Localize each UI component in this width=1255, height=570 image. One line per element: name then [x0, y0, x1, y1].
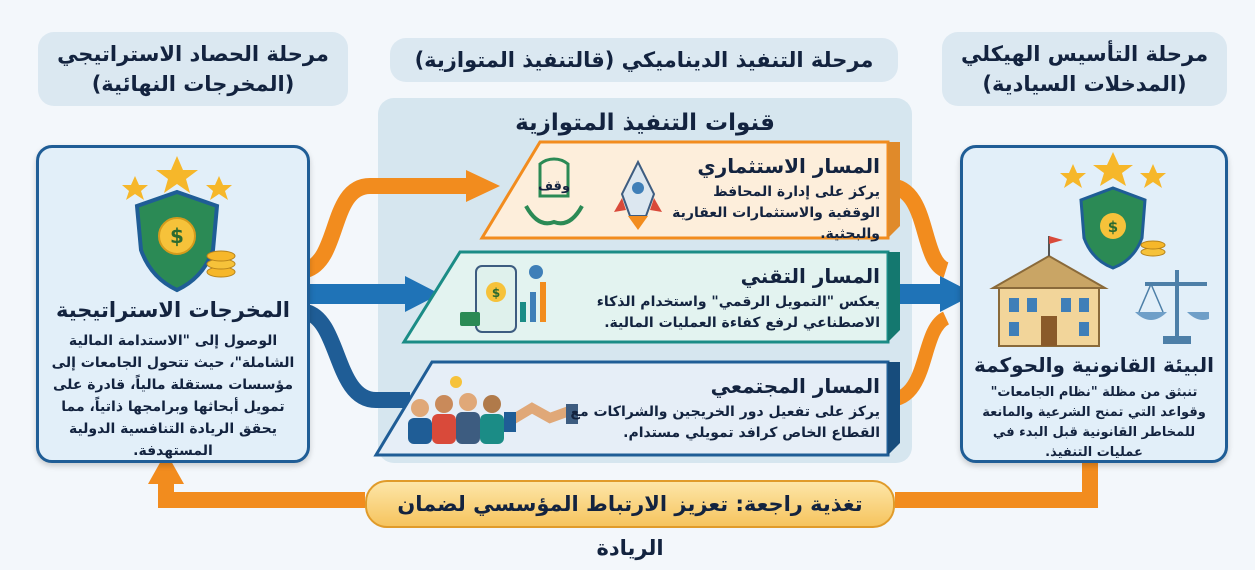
legal-governance-illustration: $ — [989, 152, 1209, 347]
svg-text:$: $ — [170, 224, 184, 248]
justice-scales-icon — [1135, 270, 1209, 344]
legal-environment-title: البيئة القانونية والحوكمة — [974, 353, 1214, 377]
people-group-icon — [408, 376, 504, 444]
arrow-head — [148, 452, 184, 484]
strategic-outputs-box: $ المخرجات الاستراتيجية الوصول إلى "الاس… — [36, 145, 310, 463]
tech-icons: $ — [460, 265, 546, 333]
track-title-tech: المسار التقني — [740, 264, 880, 288]
track-text-community: يركز على تفعيل دور الخريجين والشراكات مع… — [570, 404, 880, 441]
stage-header-structural: مرحلة التأسيس الهيكلي (المدخلات السيادية… — [942, 32, 1227, 106]
arrow-investment-in — [302, 178, 470, 278]
waqf-hands-icon: وقف — [524, 157, 584, 226]
channels-title: قنوات التنفيذ المتوازية — [515, 110, 775, 136]
strategic-outputs-text: الوصول إلى "الاستدامة المالية الشاملة"، … — [51, 333, 295, 459]
stage-header-harvest: مرحلة الحصاد الاستراتيجي (المخرجات النها… — [38, 32, 348, 106]
track-title-community: المسار المجتمعي — [710, 374, 880, 398]
arrow-community-out — [887, 311, 950, 407]
trophy-shield-icon: $ — [122, 156, 236, 293]
arrow-community-in — [302, 304, 410, 408]
svg-text:$: $ — [492, 286, 500, 300]
track-text-tech: يعكس "التمويل الرقمي" واستخدام الذكاء ال… — [596, 294, 880, 331]
stage-title: مرحلة الحصاد الاستراتيجي — [57, 42, 329, 66]
university-building-icon — [989, 236, 1109, 347]
track-title-investment: المسار الاستثماري — [697, 154, 880, 178]
digital-finance-icon: $ — [460, 265, 546, 333]
stage-title: مرحلة التنفيذ الديناميكي (قالتنفيذ المتو… — [414, 48, 874, 72]
investment-icons: وقف — [524, 157, 662, 230]
handshake-icon — [504, 402, 578, 432]
feedback-loop — [158, 462, 1098, 508]
legal-environment-text: تنبثق من مظلة "نظام الجامعات" وقواعد الت… — [982, 385, 1206, 460]
flow-arrows — [148, 170, 1098, 508]
feedback-banner: تغذية راجعة: تعزيز الارتباط المؤسسي لضما… — [365, 480, 895, 560]
stage-subtitle: (المدخلات السيادية) — [982, 72, 1187, 96]
arrow-head — [466, 170, 500, 202]
waqf-label: وقف — [538, 179, 570, 194]
track-text-investment: يركز على إدارة المحافظ الوقفية والاستثما… — [672, 184, 880, 242]
legal-environment-box: $ البيئة القانونية والحوكمة — [960, 145, 1228, 463]
stage-title: مرحلة التأسيس الهيكلي — [960, 42, 1209, 66]
arrow-investment-out — [886, 178, 950, 278]
community-icons — [408, 376, 578, 444]
svg-text:$: $ — [1108, 218, 1118, 236]
strategic-outputs-title: المخرجات الاستراتيجية — [55, 298, 290, 322]
arrow-head — [940, 276, 975, 312]
stage-subtitle: (المخرجات النهائية) — [91, 72, 295, 96]
stage-header-dynamic: مرحلة التنفيذ الديناميكي (قالتنفيذ المتو… — [390, 38, 898, 82]
arrow-head — [405, 276, 440, 312]
rocket-icon — [614, 159, 662, 230]
